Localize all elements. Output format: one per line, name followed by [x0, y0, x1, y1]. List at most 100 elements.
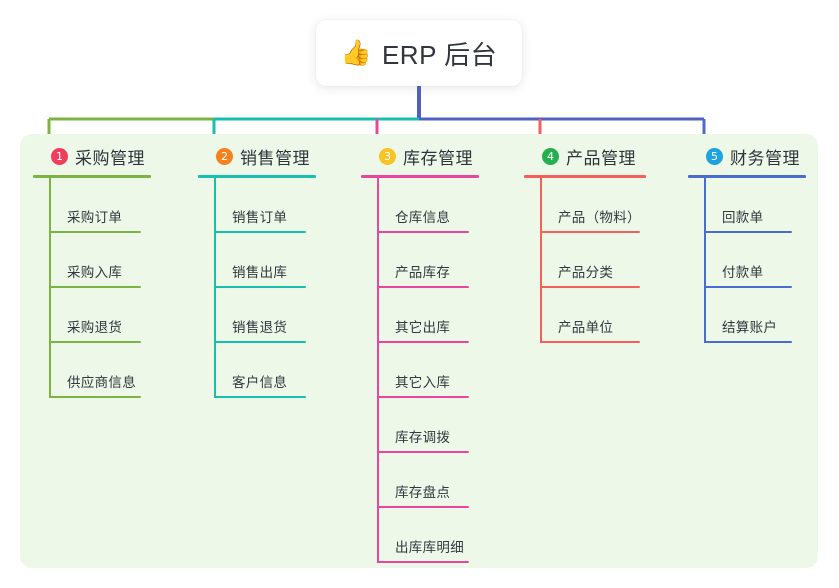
leaf-node-rule: [49, 231, 141, 233]
category-item-list: 采购订单采购入库采购退货供应商信息: [33, 178, 151, 398]
leaf-node-rule: [214, 341, 306, 343]
leaf-node[interactable]: 回款单: [704, 178, 806, 233]
leaf-node[interactable]: 采购退货: [49, 288, 151, 343]
leaf-node[interactable]: 采购入库: [49, 233, 151, 288]
category-number-badge: 3: [379, 147, 396, 165]
leaf-node-rule: [704, 341, 792, 343]
leaf-node-label: 结算账户: [722, 320, 778, 335]
leaf-node-label: 产品库存: [395, 265, 451, 280]
leaf-node[interactable]: 其它出库: [377, 288, 479, 343]
leaf-node-label: 付款单: [722, 265, 764, 280]
leaf-node-label: 销售退货: [232, 320, 288, 335]
leaf-node-label: 采购订单: [67, 210, 123, 225]
leaf-node-rule: [540, 341, 640, 343]
leaf-node[interactable]: 销售订单: [214, 178, 316, 233]
category-title: 库存管理: [403, 148, 473, 168]
diagram-panel: 1 采购管理采购订单采购入库采购退货供应商信息 2 销售管理销售订单销售出库销售退货客…: [20, 134, 818, 568]
leaf-node-rule: [49, 396, 141, 398]
category-header-4[interactable]: 4 产品管理: [524, 142, 646, 170]
leaf-node-label: 供应商信息: [67, 375, 136, 390]
leaf-node-label: 库存盘点: [395, 485, 451, 500]
category-title: 产品管理: [566, 148, 636, 168]
leaf-node[interactable]: 库存调拨: [377, 398, 479, 453]
category-header-1[interactable]: 1 采购管理: [33, 142, 151, 170]
leaf-node[interactable]: 产品分类: [540, 233, 646, 288]
leaf-node[interactable]: 库存盘点: [377, 453, 479, 508]
leaf-node-label: 销售出库: [232, 265, 288, 280]
category-spine: [704, 178, 706, 343]
leaf-node[interactable]: 付款单: [704, 233, 806, 288]
category-header-rule: [688, 175, 806, 178]
leaf-node[interactable]: 产品单位: [540, 288, 646, 343]
category-spine: [540, 178, 542, 343]
category-header-rule: [361, 175, 479, 178]
leaf-node-rule: [214, 286, 306, 288]
leaf-node-rule: [377, 561, 469, 563]
leaf-node[interactable]: 采购订单: [49, 178, 151, 233]
category-item-list: 销售订单销售出库销售退货客户信息: [198, 178, 316, 398]
leaf-node-label: 库存调拨: [395, 430, 451, 445]
leaf-node-rule: [704, 231, 792, 233]
leaf-node-rule: [704, 286, 792, 288]
leaf-node-rule: [49, 286, 141, 288]
category-column-2: 2 销售管理销售订单销售出库销售退货客户信息: [198, 142, 316, 398]
category-item-list: 回款单付款单结算账户: [688, 178, 806, 343]
category-number-badge: 2: [216, 147, 233, 165]
category-spine: [214, 178, 216, 398]
leaf-node[interactable]: 出库库明细: [377, 508, 479, 563]
thumbs-up-icon: 👍: [340, 38, 372, 67]
root-node-card[interactable]: 👍 ERP 后台: [316, 20, 522, 86]
leaf-node[interactable]: 结算账户: [704, 288, 806, 343]
category-header-rule: [198, 175, 316, 178]
leaf-node-label: 仓库信息: [395, 210, 451, 225]
category-item-list: 产品（物料） 产品分类产品单位: [524, 178, 646, 343]
category-column-4: 4 产品管理产品（物料） 产品分类产品单位: [524, 142, 646, 343]
leaf-node-rule: [377, 341, 469, 343]
leaf-node-label: 其它出库: [395, 320, 451, 335]
leaf-node[interactable]: 客户信息: [214, 343, 316, 398]
leaf-node-label: 产品（物料）: [558, 210, 641, 225]
category-column-1: 1 采购管理采购订单采购入库采购退货供应商信息: [33, 142, 151, 398]
leaf-node[interactable]: 产品库存: [377, 233, 479, 288]
leaf-node-rule: [377, 231, 469, 233]
leaf-node-rule: [49, 341, 141, 343]
category-header-rule: [524, 175, 646, 178]
category-item-list: 仓库信息产品库存其它出库其它入库库存调拨库存盘点出库库明细: [361, 178, 479, 563]
leaf-node-rule: [540, 231, 640, 233]
category-number-badge: 4: [542, 147, 559, 165]
category-column-5: 5 财务管理回款单付款单结算账户: [688, 142, 806, 343]
root-title: ERP 后台: [381, 39, 498, 70]
leaf-node-label: 产品单位: [558, 320, 614, 335]
leaf-node[interactable]: 销售出库: [214, 233, 316, 288]
category-header-5[interactable]: 5 财务管理: [688, 142, 806, 170]
leaf-node[interactable]: 产品（物料）: [540, 178, 646, 233]
category-number-badge: 1: [51, 147, 68, 165]
leaf-node-rule: [377, 506, 469, 508]
leaf-node-label: 销售订单: [232, 210, 288, 225]
category-header-3[interactable]: 3 库存管理: [361, 142, 479, 170]
leaf-node[interactable]: 销售退货: [214, 288, 316, 343]
leaf-node-label: 回款单: [722, 210, 764, 225]
category-header-2[interactable]: 2 销售管理: [198, 142, 316, 170]
category-spine: [377, 178, 379, 563]
leaf-node-rule: [377, 286, 469, 288]
leaf-node-label: 采购入库: [67, 265, 123, 280]
category-title: 采购管理: [75, 148, 145, 168]
category-title: 财务管理: [730, 148, 800, 168]
leaf-node-rule: [214, 231, 306, 233]
category-number-badge: 5: [706, 147, 723, 165]
category-column-3: 3 库存管理仓库信息产品库存其它出库其它入库库存调拨库存盘点出库库明细: [361, 142, 479, 563]
leaf-node-rule: [377, 451, 469, 453]
category-spine: [49, 178, 51, 398]
leaf-node[interactable]: 其它入库: [377, 343, 479, 398]
leaf-node[interactable]: 仓库信息: [377, 178, 479, 233]
category-title: 销售管理: [240, 148, 310, 168]
leaf-node-label: 出库库明细: [395, 540, 464, 555]
leaf-node-rule: [214, 396, 306, 398]
leaf-node-rule: [377, 396, 469, 398]
leaf-node[interactable]: 供应商信息: [49, 343, 151, 398]
category-header-rule: [33, 175, 151, 178]
leaf-node-label: 采购退货: [67, 320, 123, 335]
leaf-node-label: 其它入库: [395, 375, 451, 390]
leaf-node-label: 客户信息: [232, 375, 288, 390]
